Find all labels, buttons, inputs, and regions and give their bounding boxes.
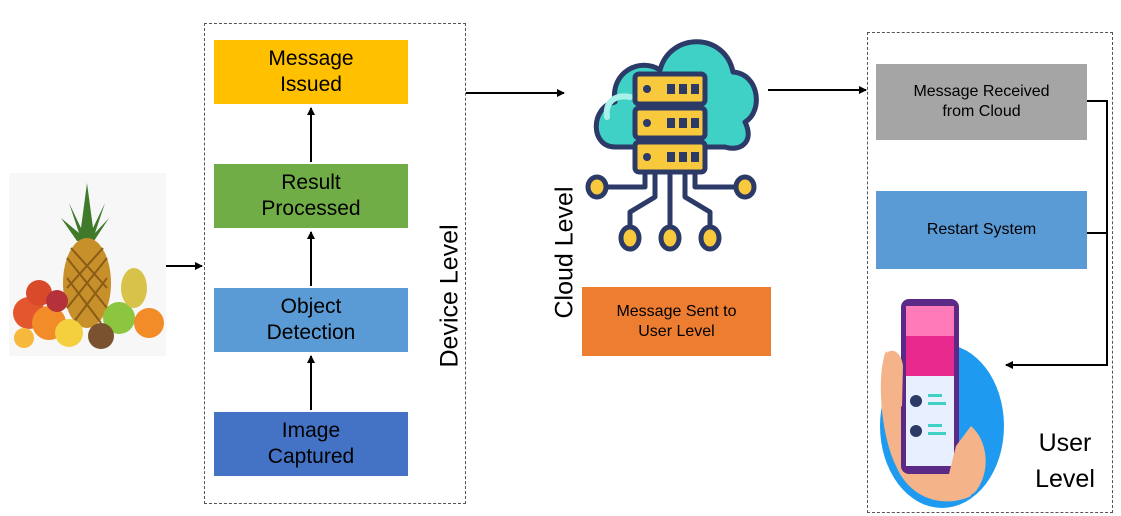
image-captured-box: Image Captured [214, 412, 408, 476]
message-issued-box: Message Issued [214, 40, 408, 104]
message-received-box: Message Received from Cloud [876, 64, 1087, 140]
device-level-container [204, 23, 466, 504]
user-level-label: User Level [1035, 429, 1095, 494]
smartphone-hand-icon [876, 296, 1008, 511]
fruit-basket-image [9, 173, 166, 356]
result-processed-box: Result Processed [214, 164, 408, 228]
message-sent-box: Message Sent to User Level [582, 287, 771, 356]
object-detection-box: Object Detection [214, 288, 408, 352]
restart-system-box: Restart System [876, 191, 1087, 269]
cloud-server-icon [585, 12, 760, 267]
user-level-container [867, 32, 1113, 513]
